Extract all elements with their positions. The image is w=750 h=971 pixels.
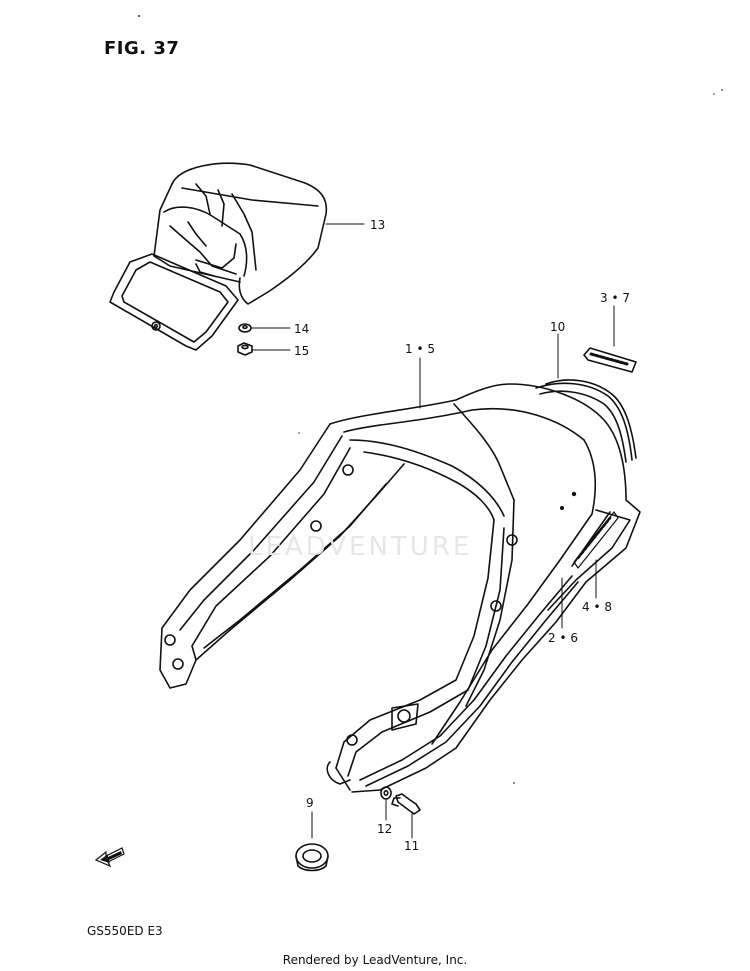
callout-13: 13 [370,218,386,232]
washer-part-12 [380,786,392,800]
callout-4-8: 4 • 8 [582,600,612,614]
callout-2-6: 2 • 6 [548,631,578,645]
callout-1-5: 1 • 5 [405,342,435,356]
emblem-part-3-7 [583,347,637,373]
callout-12: 12 [377,822,393,836]
callout-15: 15 [294,344,310,358]
bolt-part-11 [391,793,421,815]
callout-9: 9 [306,796,314,810]
model-code: GS550ED E3 [87,924,163,938]
nut-part-15 [237,342,253,356]
callout-3-7: 3 • 7 [600,291,630,305]
callout-14: 14 [294,322,310,336]
watermark: LEADVENTURE [248,532,473,562]
tail-box-part-13 [109,162,328,351]
tail-cowl-part-1-5 [159,383,641,793]
callout-11: 11 [404,839,420,853]
leader-lines [251,223,615,839]
scan-specks [138,15,723,784]
washer-part-14 [238,323,252,333]
forward-direction-arrow-icon [94,847,125,868]
grommet-part-9 [295,843,329,872]
footer-credit: Rendered by LeadVenture, Inc. [282,953,468,967]
figure-title: FIG. 37 [104,38,180,59]
seal-strip-part-10 [535,379,637,463]
callout-10: 10 [550,320,566,334]
